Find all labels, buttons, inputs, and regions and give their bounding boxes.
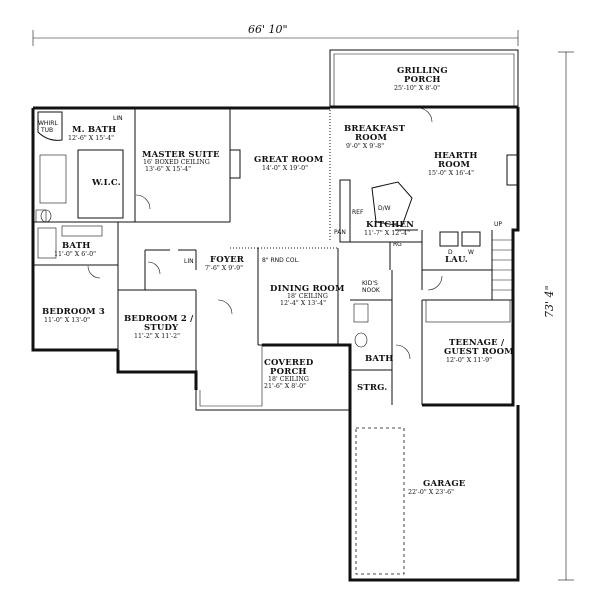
dw-label: D/W <box>378 205 391 212</box>
dining-dim: 12'-4" X 13'-4" <box>280 300 326 307</box>
small-bath-name: BATH <box>365 354 393 364</box>
bath-dim: 11'-0" X 6'-0" <box>54 251 96 258</box>
whirl-tub-label1: WHIRL <box>38 120 58 127</box>
pan-label: PAN <box>334 229 346 236</box>
teenage-name2: GUEST ROOM <box>444 347 514 357</box>
grilling-porch: GRILLING PORCH 25'-10" X 8'-0" <box>329 49 519 107</box>
foyer-name: FOYER <box>210 255 245 265</box>
w-label: W <box>468 249 474 256</box>
great-room-dim: 14'-0" X 19'-0" <box>262 165 308 172</box>
hearth-name1: HEARTH <box>434 151 478 161</box>
overall-width-dimension: 66' 10" <box>32 23 519 46</box>
bedroom2-name1: BEDROOM 2 / <box>124 314 194 324</box>
covered-porch-dim: 21'-6" X 8'-0" <box>264 383 306 390</box>
bedroom2-name2: STUDY <box>144 323 179 333</box>
dining-note: 18' CEILING <box>287 293 328 300</box>
master-bath-name: M. BATH <box>72 125 116 135</box>
hearth-dim: 15'-0" X 16'-4" <box>428 170 474 177</box>
rnd-col-label: 8" RND COL. <box>262 257 300 264</box>
bedroom3-name: BEDROOM 3 <box>42 307 105 317</box>
covered-porch-name1: COVERED <box>264 358 314 368</box>
up-label: UP <box>494 221 502 228</box>
whirl-tub-label2: TUB <box>40 127 53 134</box>
wic-name: W.I.C. <box>91 178 121 188</box>
d-label: D <box>448 249 453 256</box>
teenage-dim: 12'-0" X 11'-9" <box>446 357 492 364</box>
bedroom2-dim: 11'-2" X 11'-2" <box>134 333 180 340</box>
breakfast-name1: BREAKFAST <box>344 124 406 134</box>
teenage-name1: TEENAGE / <box>449 338 505 348</box>
rg-label: RG <box>393 241 402 248</box>
master-suite-dim: 13'-6" X 15'-4" <box>145 166 191 173</box>
strg-name: STRG. <box>357 383 387 393</box>
dining-name: DINING ROOM <box>270 284 345 294</box>
covered-porch-note: 18' CEILING <box>268 376 309 383</box>
breakfast-name2: ROOM <box>355 133 387 143</box>
bath-name: BATH <box>62 241 90 251</box>
kitchen-dim: 11'-7" X 12'-4" <box>364 230 410 237</box>
lin-label-master: LIN <box>113 115 123 122</box>
covered-porch-name2: PORCH <box>270 367 307 377</box>
grilling-porch-dim: 25'-10" X 8'-0" <box>394 85 440 92</box>
lin-label-foyer: LIN <box>184 258 194 265</box>
overall-width-label: 66' 10" <box>248 23 288 36</box>
foyer-dim: 7'-6" X 9'-9" <box>205 265 243 272</box>
breakfast-dim: 9'-0" X 9'-8" <box>346 143 384 150</box>
kids-nook-name1: KID'S <box>362 280 378 287</box>
overall-depth-label: 73' 4" <box>543 285 556 318</box>
bedroom3-dim: 11'-0" X 13'-0" <box>44 317 90 324</box>
garage-dim: 22'-0" X 23'-6" <box>408 489 454 496</box>
ref-label: REF <box>352 209 364 216</box>
garage-name: GARAGE <box>423 479 466 489</box>
great-room-name: GREAT ROOM <box>254 155 324 165</box>
lau-name: LAU. <box>445 255 468 265</box>
grilling-porch-name1: GRILLING <box>397 66 448 76</box>
master-suite-name: MASTER SUITE <box>142 150 220 160</box>
master-suite-note: 16' BOXED CEILING <box>143 159 210 166</box>
door-swings <box>87 107 443 360</box>
master-bath-dim: 12'-6" X 15'-4" <box>68 135 114 142</box>
room-labels: WHIRL TUB LIN M. BATH 12'-6" X 15'-4" MA… <box>38 115 514 496</box>
kids-nook-name2: NOOK <box>362 287 381 294</box>
interior-walls <box>33 108 519 575</box>
kitchen-name: KITCHEN <box>366 220 414 230</box>
grilling-porch-name2: PORCH <box>404 75 441 85</box>
overall-depth-dimension: 73' 4" <box>543 51 574 581</box>
hearth-name2: ROOM <box>438 160 470 170</box>
